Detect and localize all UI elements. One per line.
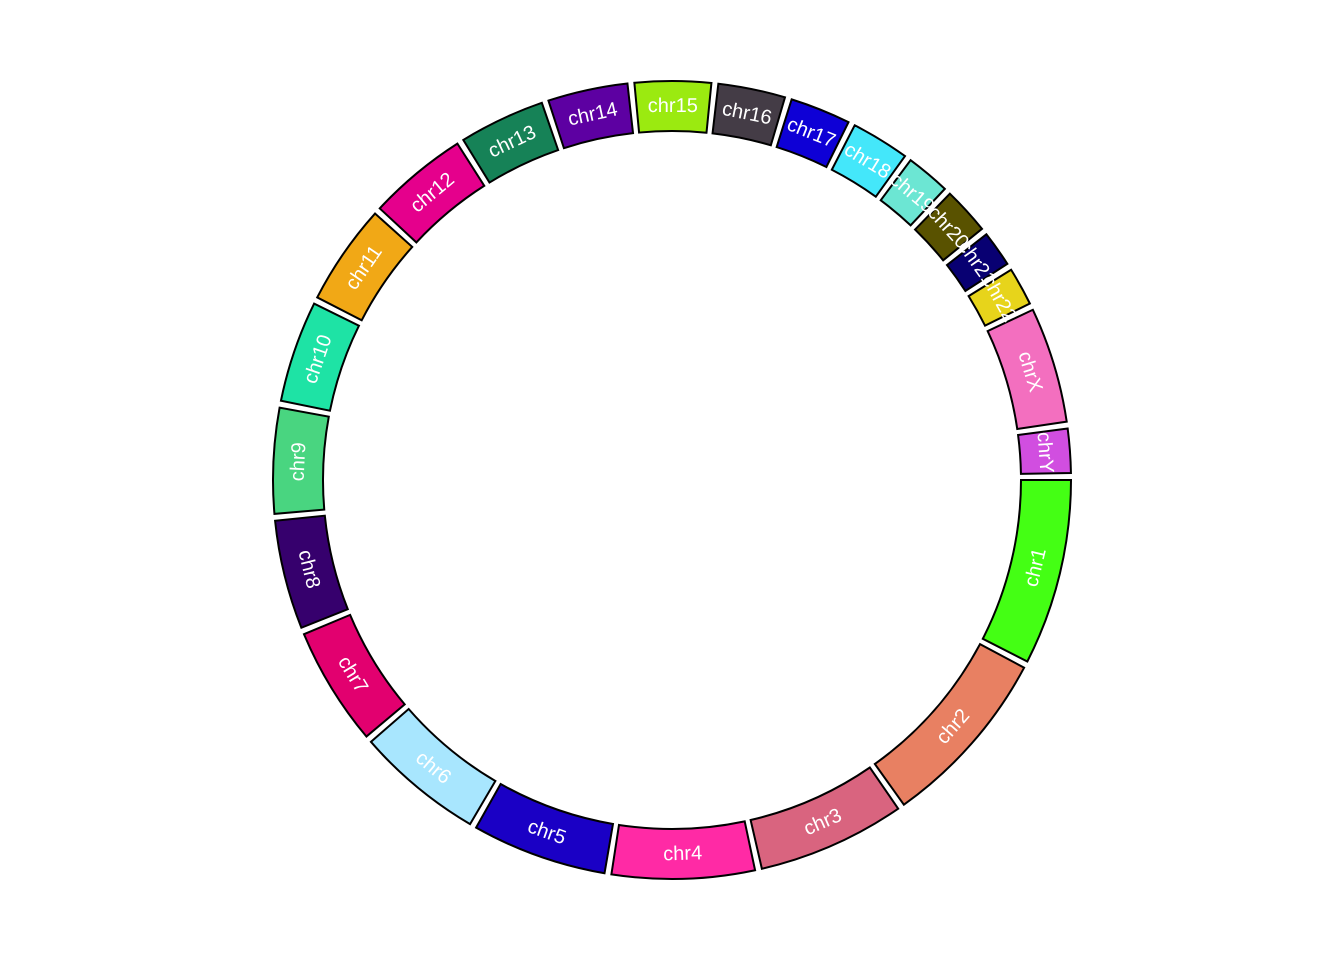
sector-chr7 xyxy=(302,613,407,738)
sector-chr8 xyxy=(273,514,350,630)
sector-chr17 xyxy=(775,98,850,169)
label-chrY: chrY xyxy=(1033,431,1058,474)
sector-chr15 xyxy=(633,80,713,134)
sector-chrY xyxy=(1016,427,1072,475)
sector-chr20 xyxy=(913,192,984,262)
sector-chr5 xyxy=(474,782,615,875)
sector-chr13 xyxy=(461,101,560,184)
sector-chr3 xyxy=(749,766,900,870)
label-chr15: chr15 xyxy=(648,95,698,117)
sector-chr1 xyxy=(981,479,1073,663)
sector-chr19 xyxy=(879,158,947,227)
sector-chr21 xyxy=(945,232,1009,293)
sector-group xyxy=(272,80,1073,880)
sector-chr6 xyxy=(369,707,497,826)
sector-chr10 xyxy=(279,302,361,412)
sector-chr11 xyxy=(315,212,414,322)
sector-chr18 xyxy=(830,123,907,199)
sector-chr16 xyxy=(711,82,787,147)
label-chr4: chr4 xyxy=(663,842,703,865)
sector-chrX xyxy=(986,308,1068,431)
sector-chr9 xyxy=(272,406,330,515)
sector-chr4 xyxy=(610,820,757,880)
label-chr9: chr9 xyxy=(287,442,311,482)
sector-chr14 xyxy=(547,82,635,150)
sector-chr2 xyxy=(873,642,1026,807)
sector-chr22 xyxy=(967,268,1032,327)
sector-chr12 xyxy=(378,142,486,244)
